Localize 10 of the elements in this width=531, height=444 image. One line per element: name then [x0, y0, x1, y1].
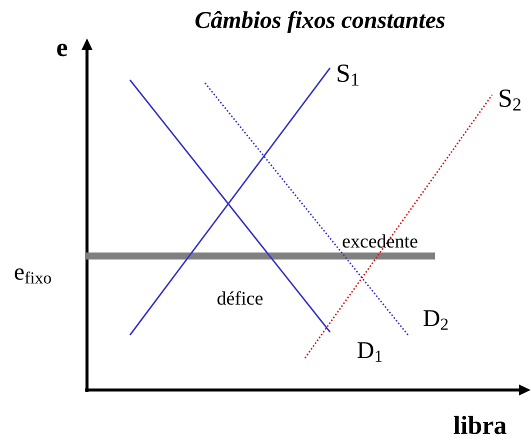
region-label: défice	[218, 291, 263, 305]
chart-title: Câmbios fixos constantes	[195, 10, 445, 34]
region-label: excedente	[342, 234, 418, 248]
axis-label: libra	[454, 416, 506, 434]
axis-label: e$_{fixo}$	[14, 268, 51, 284]
curve-label: D$_{2}$	[424, 310, 448, 330]
axis-label: e	[57, 44, 68, 56]
curve-label: S$_{2}$	[500, 90, 521, 110]
curve-label: D$_{1}$	[358, 342, 382, 362]
curve-label: S$_{1}$	[338, 64, 358, 86]
